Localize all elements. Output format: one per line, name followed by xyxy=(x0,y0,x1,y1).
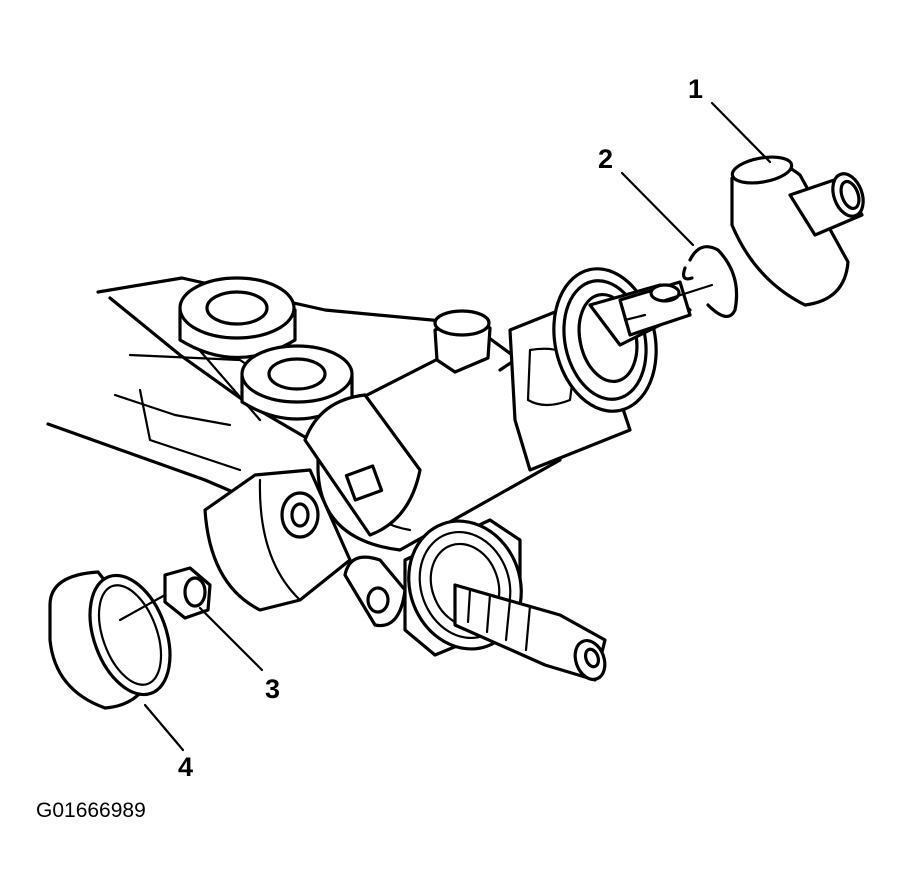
guide-line-1 xyxy=(663,283,714,302)
figure-code: G01666989 xyxy=(36,799,146,822)
callout-2: 2 xyxy=(598,144,613,174)
mounting-bushing-upper xyxy=(178,276,297,360)
outer-boot-part xyxy=(730,155,865,307)
callout-1: 1 xyxy=(688,74,703,104)
leader-line-3 xyxy=(198,606,264,672)
retaining-ring-part xyxy=(681,245,739,318)
threaded-pinion-shaft xyxy=(453,583,607,682)
leader-line-2 xyxy=(620,171,695,247)
leader-line-1 xyxy=(710,101,772,164)
guide-line-4 xyxy=(118,593,167,622)
end-cap-part xyxy=(48,570,172,710)
hex-nut-part xyxy=(163,566,212,620)
leader-lines xyxy=(118,101,772,752)
cylinder-left xyxy=(203,468,352,612)
leader-line-4 xyxy=(143,703,185,752)
callout-3: 3 xyxy=(265,674,280,704)
callout-4: 4 xyxy=(178,752,193,782)
mounting-tab xyxy=(343,555,407,628)
